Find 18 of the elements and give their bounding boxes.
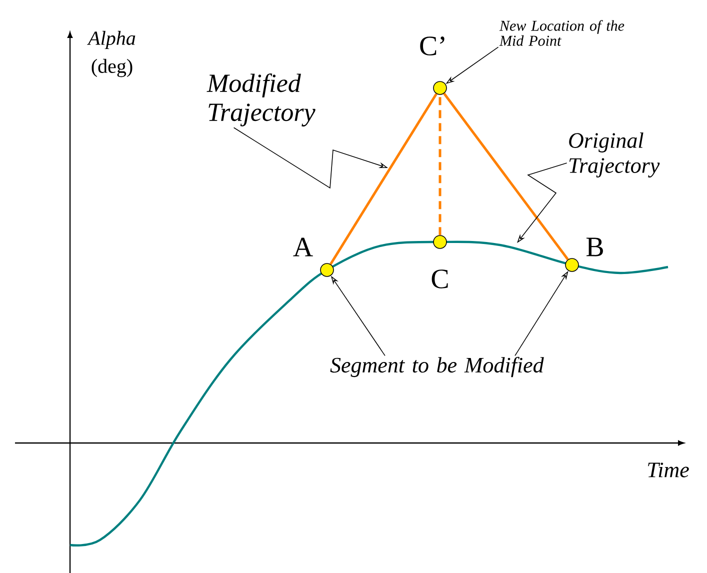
callout-text: Modified Trajectory	[206, 74, 316, 126]
point-marker	[320, 263, 334, 277]
callout-text: Original Trajectory	[569, 132, 660, 178]
point-marker	[433, 81, 447, 95]
axis-label: Time	[648, 462, 689, 478]
callout-text: Segment to be Modified	[330, 356, 544, 378]
callout-text: New Location of the Mid Point	[499, 20, 624, 46]
point-label: A	[293, 238, 313, 256]
axis-label: Alpha	[87, 30, 136, 50]
trajectory-line	[443, 92, 569, 260]
dashed-line	[438, 94, 442, 236]
axis-unit: (deg)	[92, 58, 132, 78]
trajectory-line	[330, 93, 438, 265]
point-marker	[565, 258, 579, 272]
point-label: C	[432, 270, 448, 288]
point-label: B	[586, 238, 603, 256]
point-marker	[433, 235, 447, 249]
point-label: C’	[420, 36, 444, 56]
